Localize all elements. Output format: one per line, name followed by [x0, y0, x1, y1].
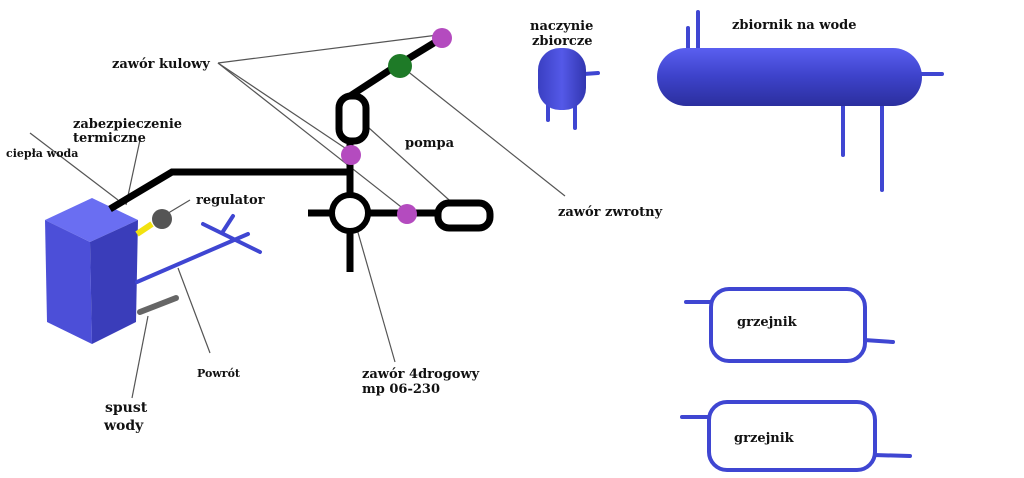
return-pipes	[135, 214, 262, 284]
label-pompa: pompa	[405, 136, 455, 151]
label-grzejnik-1: grzejnik	[737, 315, 798, 330]
radiator-2	[680, 400, 912, 472]
label-zawor-4drogowy-line2: mp 06-230	[362, 382, 440, 397]
radiator-1	[684, 287, 895, 363]
leader-kulowy-top	[217, 34, 439, 64]
leader-zawor-zwrotny	[405, 69, 566, 197]
ball-valves	[341, 28, 452, 224]
pump-upper	[335, 92, 370, 145]
label-zawor-zwrotny: zawór zwrotny	[558, 205, 663, 220]
radiator-2-body	[707, 400, 877, 472]
leader-pompa	[368, 127, 459, 209]
water-tank	[657, 10, 944, 192]
label-regulator: regulator	[196, 193, 265, 208]
radiator-2-outlet	[872, 453, 912, 458]
leader-spust	[131, 315, 149, 399]
label-zbiornik: zbiornik na wode	[732, 18, 856, 33]
label-zawor-4drogowy-line1: zawór 4drogowy	[362, 367, 480, 382]
label-zabezpieczenie-line2: termiczne	[73, 131, 146, 146]
boiler	[45, 198, 138, 344]
thermal-sensor-pipe	[135, 221, 154, 237]
regulator-knob	[152, 209, 172, 229]
leader-ciepla-woda	[29, 132, 119, 201]
label-grzejnik-2: grzejnik	[734, 431, 795, 446]
label-naczynie-line2: zbiorcze	[532, 34, 593, 49]
pump-lower	[434, 199, 494, 232]
ball-valve-bottom	[397, 204, 417, 224]
return-tee	[201, 222, 262, 254]
boiler-front-face	[45, 220, 92, 344]
leader-kulowy-bottom	[217, 62, 406, 211]
label-ciepla-woda: ciepła woda	[6, 147, 78, 160]
return-tee-stub	[220, 214, 235, 235]
radiator-1-body	[709, 287, 867, 363]
drain-pipe	[137, 295, 179, 315]
ball-valve-top	[432, 28, 452, 48]
ball-valve-middle	[341, 145, 361, 165]
supply-pipe	[108, 168, 354, 213]
leader-zawor-4drogowy	[352, 214, 396, 363]
vessel-body	[538, 48, 586, 110]
labels: zawór kulowy zabezpieczenie termiczne ci…	[6, 18, 856, 446]
radiator-1-outlet	[862, 338, 895, 344]
return-pipe	[135, 232, 250, 284]
label-spust-line1: spust	[105, 400, 148, 416]
label-zabezpieczenie-line1: zabezpieczenie	[73, 117, 182, 132]
four-way-valve	[329, 192, 371, 234]
leader-powrot	[177, 267, 211, 354]
expansion-vessel	[538, 48, 600, 130]
label-zawor-kulowy: zawór kulowy	[112, 57, 210, 72]
boiler-side-face	[90, 220, 138, 344]
check-valve	[388, 54, 412, 78]
vessel-side-stub	[582, 71, 600, 76]
leader-kulowy-mid	[217, 62, 349, 151]
label-naczynie-line1: naczynie	[530, 19, 593, 34]
tank-body	[657, 48, 922, 106]
label-spust-line2: wody	[103, 418, 144, 434]
leader-lines	[29, 34, 566, 399]
label-powrot: Powrót	[197, 367, 241, 380]
